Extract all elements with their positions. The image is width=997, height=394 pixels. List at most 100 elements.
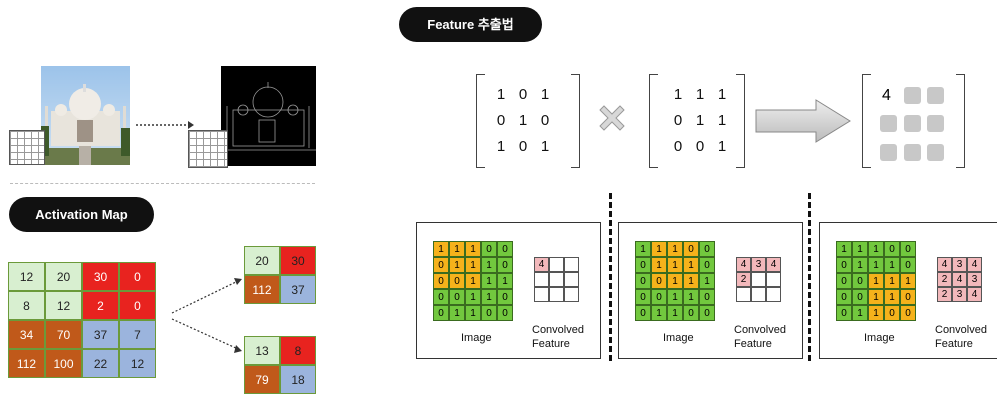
image-cell: 1 — [884, 289, 900, 305]
image-cell: 0 — [635, 257, 651, 273]
matrix-value: 1 — [717, 86, 727, 103]
image-cell: 0 — [635, 273, 651, 289]
image-cell: 1 — [651, 257, 667, 273]
image-cell: 1 — [465, 257, 481, 273]
image-cell: 0 — [900, 289, 916, 305]
image-cell: 0 — [884, 241, 900, 257]
image-cell: 1 — [667, 289, 683, 305]
result-cell — [904, 144, 921, 161]
matrix-value: 1 — [717, 138, 727, 155]
pooled-cell: 8 — [280, 336, 316, 365]
image-cell: 1 — [683, 289, 699, 305]
matrix-value: 1 — [496, 86, 506, 103]
image-cell: 0 — [433, 257, 449, 273]
image-cell: 0 — [900, 257, 916, 273]
image-cell: 0 — [884, 305, 900, 321]
image-cell: 1 — [868, 273, 884, 289]
dotted-arrow — [136, 121, 194, 129]
image-cell: 1 — [481, 273, 497, 289]
image-label: Image — [864, 332, 895, 344]
image-cell: 1 — [667, 305, 683, 321]
image-cell: 0 — [683, 305, 699, 321]
convolved-cell: 4 — [967, 287, 982, 302]
section-divider — [10, 183, 315, 184]
convolved-cell — [549, 287, 564, 302]
image-cell: 1 — [635, 241, 651, 257]
image-cell: 1 — [868, 289, 884, 305]
convolved-cell: 4 — [967, 257, 982, 272]
image-cell: 0 — [699, 289, 715, 305]
pooled-cell: 112 — [244, 275, 280, 304]
image-cell: 1 — [497, 273, 513, 289]
result-cell — [880, 144, 897, 161]
convolved-cell — [751, 272, 766, 287]
image-cell: 1 — [465, 289, 481, 305]
image-cell: 0 — [449, 289, 465, 305]
convolved-cell — [736, 287, 751, 302]
convolved-cell — [534, 287, 549, 302]
image-cell: 0 — [699, 241, 715, 257]
image-cell: 0 — [651, 289, 667, 305]
input-pixel-grid — [9, 130, 45, 165]
result-cell — [904, 115, 921, 132]
pooled-cell: 13 — [244, 336, 280, 365]
matrix-value: 0 — [518, 138, 528, 155]
convolved-cell: 2 — [937, 287, 952, 302]
multiply-icon — [599, 105, 625, 131]
image-cell: 1 — [683, 257, 699, 273]
image-cell: 1 — [667, 273, 683, 289]
convolved-cell — [766, 272, 781, 287]
image-cell: 0 — [852, 273, 868, 289]
convolved-grid: 4 — [534, 257, 579, 302]
image-cell: 0 — [699, 257, 715, 273]
matrix-value: 1 — [518, 112, 528, 129]
pooling-arrows — [171, 278, 242, 353]
image-cell: 0 — [836, 273, 852, 289]
activation-cell: 100 — [45, 349, 82, 378]
activation-cell: 112 — [8, 349, 45, 378]
matrix-value: 1 — [695, 86, 705, 103]
image-cell: 0 — [651, 273, 667, 289]
image-cell: 0 — [635, 305, 651, 321]
convolved-cell — [766, 287, 781, 302]
matrix-value: 1 — [496, 138, 506, 155]
image-cell: 1 — [651, 241, 667, 257]
image-cell: 0 — [449, 273, 465, 289]
image-cell: 1 — [667, 257, 683, 273]
image-cell: 0 — [836, 305, 852, 321]
pooled-cell: 18 — [280, 365, 316, 394]
result-left-bracket — [862, 74, 871, 168]
convolved-cell — [564, 287, 579, 302]
result-cell — [927, 115, 944, 132]
activation-cell: 12 — [8, 262, 45, 291]
matrix-b-left-bracket — [649, 74, 658, 168]
image-cell: 0 — [683, 241, 699, 257]
image-cell: 1 — [852, 241, 868, 257]
activation-cell: 0 — [119, 291, 156, 320]
image-cell: 1 — [884, 273, 900, 289]
image-cell: 1 — [683, 273, 699, 289]
convolved-cell — [564, 257, 579, 272]
image-cell: 0 — [481, 305, 497, 321]
matrix-value: 1 — [717, 112, 727, 129]
convolved-cell — [534, 272, 549, 287]
convolved-cell: 3 — [751, 257, 766, 272]
activation-cell: 7 — [119, 320, 156, 349]
activation-cell: 20 — [45, 262, 82, 291]
matrix-a-right-bracket — [571, 74, 580, 168]
pooled-cell: 79 — [244, 365, 280, 394]
image-cell: 0 — [497, 257, 513, 273]
matrix-value: 1 — [540, 138, 550, 155]
image-cell: 1 — [900, 273, 916, 289]
image-cell: 1 — [481, 289, 497, 305]
image-cell: 1 — [465, 241, 481, 257]
result-cell — [904, 87, 921, 104]
